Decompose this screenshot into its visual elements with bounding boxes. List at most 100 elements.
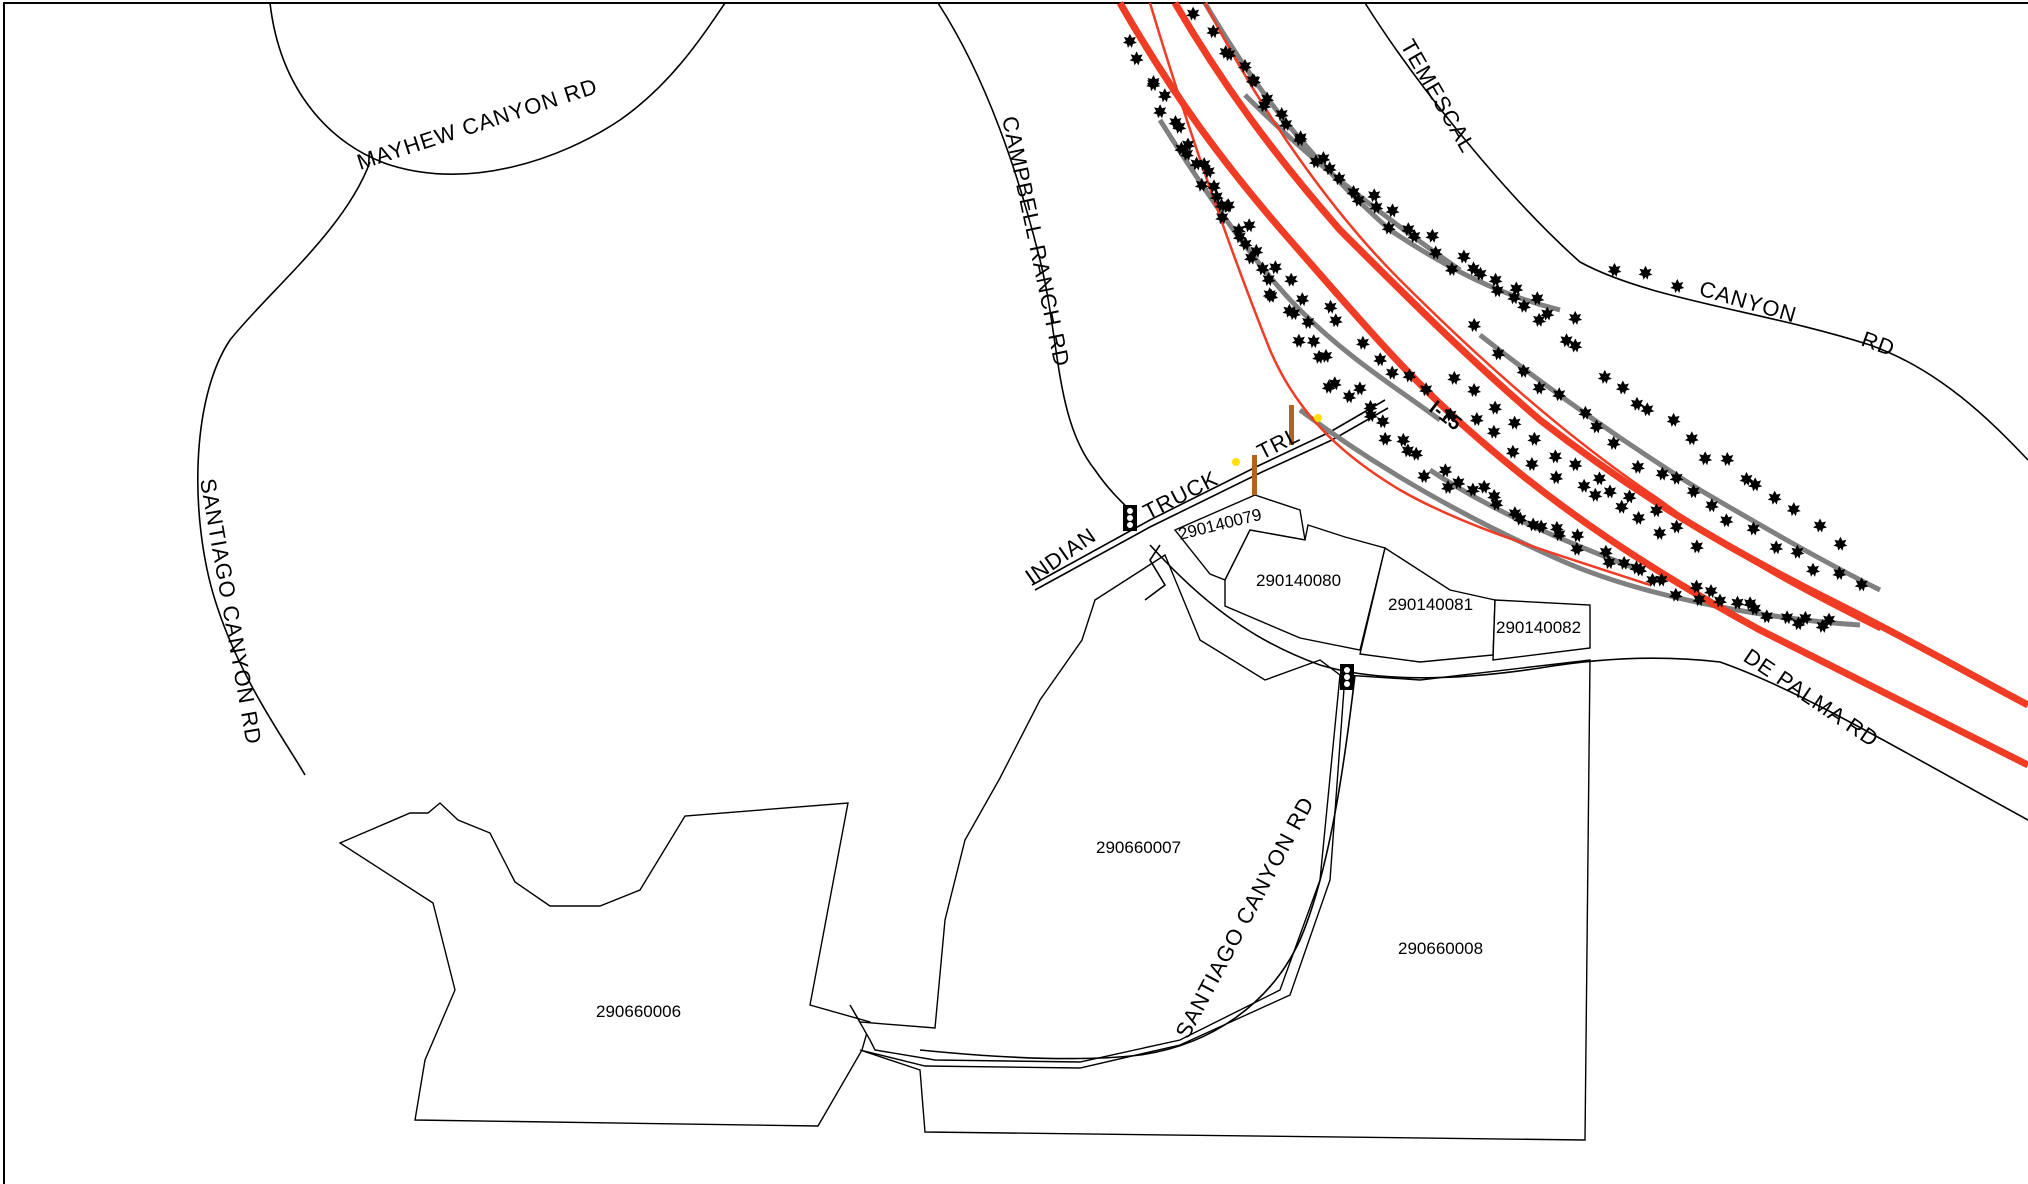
ramp-5[interactable]	[1478, 333, 1882, 593]
tree-icon	[1268, 260, 1283, 275]
parcel-290140080[interactable]	[1224, 524, 1386, 651]
tree-icon	[1684, 431, 1699, 446]
traffic-signal-icon[interactable]	[1123, 505, 1137, 531]
tree-icon	[1467, 318, 1482, 332]
tree-icon	[1385, 365, 1400, 380]
label-campbell-ranch-rd: CAMPBELL RANCH RD	[997, 114, 1075, 369]
temescal-canyon-road-line[interactable]	[1364, 2, 2028, 461]
tree-icon	[1524, 457, 1539, 471]
label-indian: INDIAN	[1021, 522, 1101, 589]
tree-icon	[1614, 499, 1629, 514]
sign-dot	[1314, 414, 1322, 422]
tree-icon	[1652, 526, 1667, 540]
sign-post-icon[interactable]	[1289, 405, 1294, 445]
parcel-layer	[338, 494, 1591, 1141]
tree-icon	[1577, 478, 1592, 493]
tree-icon	[1597, 369, 1612, 384]
indian-truck-trl-line-inner[interactable]	[1034, 407, 1389, 591]
connector-road-line[interactable]	[1144, 544, 1167, 601]
tree-icon	[1570, 528, 1585, 543]
label-mayhew-canyon-rd: MAYHEW CANYON RD	[354, 73, 601, 174]
sign-posts	[1232, 405, 1322, 495]
tree-icon	[1670, 279, 1685, 293]
tree-icon	[1786, 502, 1801, 517]
tree-icon	[1640, 402, 1655, 417]
tree-icon	[1720, 452, 1735, 466]
tree-icon	[1242, 218, 1257, 233]
parcel-label-290140082: 290140082	[1496, 618, 1581, 637]
label-canyon: CANYON	[1697, 276, 1800, 328]
tree-icon	[1719, 513, 1734, 528]
tree-icon	[1507, 415, 1522, 430]
road-layer	[197, 2, 2028, 1060]
mayhew-canyon-road-line[interactable]	[269, 2, 726, 175]
tree-icon	[1568, 310, 1583, 325]
tree-icon	[1603, 484, 1617, 499]
tree-icon	[1767, 490, 1782, 505]
tree-icon	[1467, 383, 1482, 397]
tree-icon	[1352, 381, 1367, 396]
tree-icon	[1505, 444, 1520, 459]
parcel-290140082[interactable]	[1492, 599, 1591, 661]
tree-icon	[1157, 88, 1172, 103]
parcel-label-290140080: 290140080	[1256, 571, 1341, 590]
tree-icon	[1153, 104, 1168, 119]
map-frame	[3, 2, 2028, 1184]
de-palma-road-line[interactable]	[1149, 544, 2028, 821]
tree-icon	[1806, 562, 1820, 577]
tree-icon	[1323, 299, 1338, 314]
tree-icon	[1527, 431, 1542, 446]
label-trl: TRL	[1253, 422, 1304, 465]
tree-icon	[1122, 33, 1137, 48]
tree-icon	[1486, 424, 1501, 439]
tree-icon	[1328, 313, 1343, 328]
tree-icon	[1588, 487, 1603, 502]
traffic-signal-icon[interactable]	[1340, 664, 1354, 690]
tree-icon	[1291, 333, 1306, 348]
tree-icon	[1367, 188, 1382, 203]
tree-icon	[1549, 470, 1564, 485]
tree-icon	[1425, 228, 1440, 243]
tree-icon	[1373, 352, 1388, 367]
tree-icon	[1568, 457, 1583, 472]
parcel-label-290660008: 290660008	[1398, 939, 1483, 958]
tree-icon	[1631, 510, 1646, 525]
tree-icon	[1666, 412, 1681, 427]
tree-icon	[1630, 459, 1645, 474]
tree-icon	[1638, 265, 1653, 280]
i15-northbound[interactable]	[1171, 1, 2028, 709]
tree-icon	[1456, 249, 1471, 264]
santiago-west-road-line[interactable]	[197, 161, 371, 776]
tree-icon	[1813, 518, 1827, 533]
i15-frontage-west[interactable]	[1148, 2, 1651, 587]
label-i15: I-15	[1425, 397, 1466, 436]
parcel-290660006[interactable]	[338, 802, 871, 1127]
i15-frontage-east[interactable]	[1203, 2, 1881, 632]
parcel-labels: 290140079 290140080 290140081 290140082 …	[596, 505, 1581, 1021]
tree-icon	[1342, 389, 1357, 404]
label-temescal: TEMESCAL	[1396, 35, 1481, 157]
tree-icon	[1592, 471, 1607, 486]
tree-icon	[1630, 396, 1644, 411]
tree-icon	[1769, 540, 1784, 555]
tree-icon	[1129, 51, 1144, 66]
campbell-ranch-road-line[interactable]	[937, 2, 1136, 516]
tree-icon	[1378, 431, 1393, 446]
tree-icon	[1488, 400, 1503, 415]
parcel-290660007[interactable]	[849, 553, 1341, 1063]
tree-icon	[1355, 335, 1370, 350]
tree-icon	[1689, 539, 1704, 554]
tree-icon	[1469, 412, 1484, 426]
santiago-south-road-line[interactable]	[919, 674, 1356, 1060]
label-rd: RD	[1858, 326, 1898, 361]
ramp-4[interactable]	[1298, 407, 1861, 628]
i15-southbound[interactable]	[1116, 1, 2028, 769]
tree-icon	[1548, 449, 1563, 464]
tree-icon	[1698, 451, 1713, 466]
sign-post-icon[interactable]	[1252, 455, 1257, 495]
tree-icon	[1615, 380, 1630, 395]
tree-icon	[1833, 536, 1848, 551]
indian-truck-trl-line[interactable]	[1031, 399, 1386, 586]
tree-icon	[1447, 370, 1462, 385]
